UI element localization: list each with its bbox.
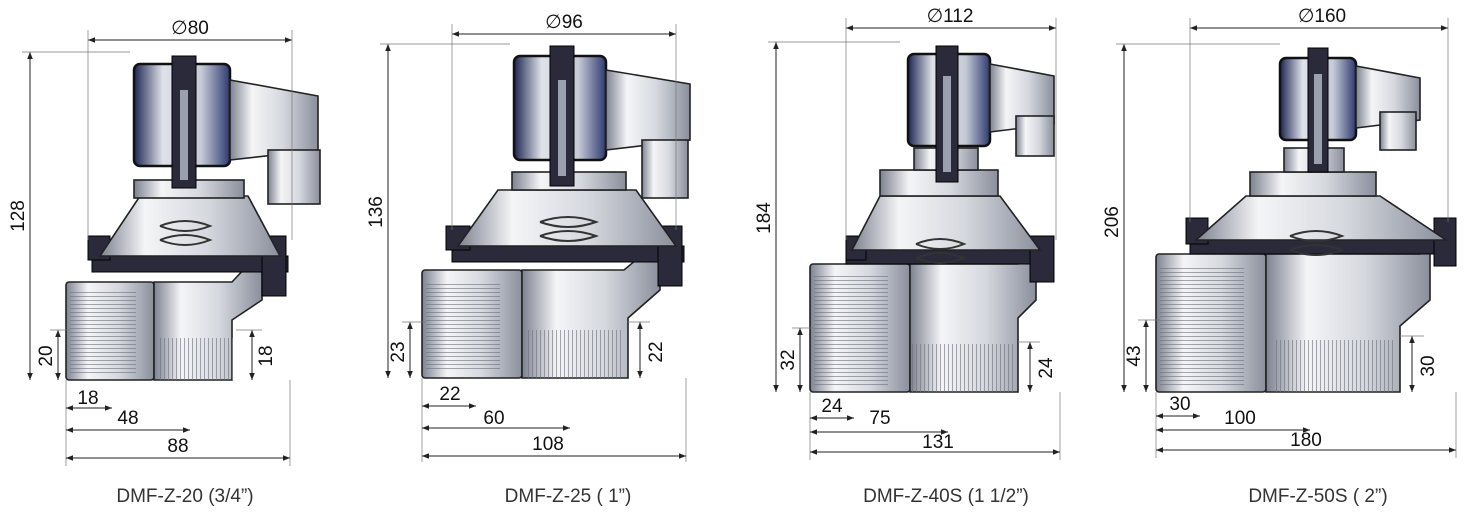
valve-drawing [1155, 47, 1457, 393]
dim-right-height: 24 [1036, 357, 1057, 379]
dim-diameter: ∅112 [927, 6, 974, 27]
valve-dmf-z-20: ∅80 128 20 18 18 48 88 DMF-Z-20 (3/4”) [8, 18, 321, 507]
dim-right-height: 22 [646, 341, 667, 362]
dim-overall-width: 88 [167, 436, 188, 457]
valve-drawing [65, 55, 321, 381]
dim-port-height: 32 [778, 349, 799, 370]
dim-overall-width: 108 [532, 434, 564, 455]
dim-diameter: ∅160 [1298, 6, 1346, 27]
dim-overall-width: 180 [1290, 430, 1322, 451]
dim-right-height: 18 [256, 345, 277, 366]
dim-port-height: 20 [36, 345, 57, 366]
valve-drawing [809, 45, 1055, 393]
dim-height: 128 [8, 200, 29, 232]
dim-port-width: 24 [821, 396, 843, 417]
dim-center: 100 [1224, 408, 1256, 429]
dim-center: 60 [483, 408, 504, 429]
dim-height: 136 [366, 196, 387, 228]
dim-right-height: 30 [1418, 355, 1439, 376]
dim-height: 206 [1102, 206, 1123, 238]
dim-port-height: 43 [1124, 345, 1145, 366]
valve-drawing [421, 45, 691, 379]
dim-center: 75 [869, 408, 890, 429]
valve-caption: DMF-Z-25 ( 1”) [505, 486, 632, 507]
valve-dmf-z-40s: ∅112 184 32 24 24 75 131 DMF-Z-40S (1 1/… [754, 6, 1061, 507]
dim-height: 184 [754, 202, 775, 234]
valve-dmf-z-25: ∅96 136 23 22 22 60 108 DMF-Z-25 ( 1”) [366, 12, 691, 507]
valve-dmf-z-50s: ∅160 206 43 30 30 100 180 DMF-Z-50S ( 2”… [1102, 6, 1457, 507]
dim-port-width: 30 [1169, 394, 1190, 415]
dim-port-width: 22 [439, 384, 460, 405]
dim-port-width: 18 [77, 388, 98, 409]
valve-caption: DMF-Z-20 (3/4”) [116, 486, 253, 507]
valve-caption: DMF-Z-40S (1 1/2”) [863, 486, 1029, 507]
dim-diameter: ∅96 [545, 12, 583, 33]
dim-diameter: ∅80 [171, 18, 209, 39]
dim-port-height: 23 [388, 341, 409, 362]
dim-overall-width: 131 [922, 432, 954, 453]
valve-caption: DMF-Z-50S ( 2”) [1248, 486, 1387, 507]
dim-center: 48 [117, 408, 138, 429]
